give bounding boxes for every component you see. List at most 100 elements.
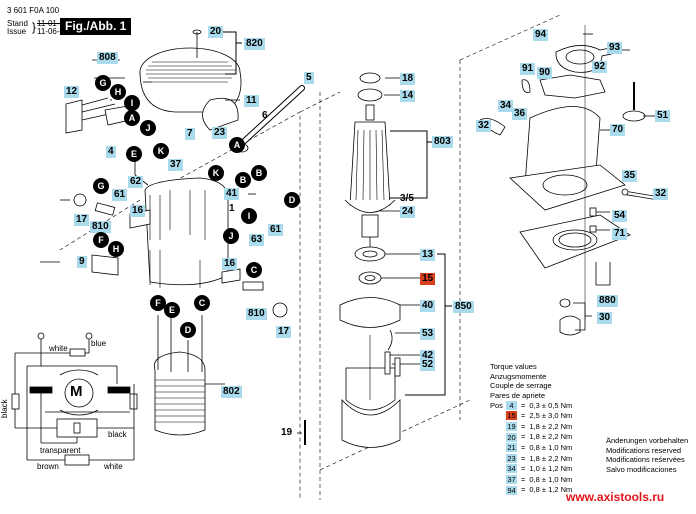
part-label-91[interactable]: 91: [520, 63, 536, 75]
torque-position-badge[interactable]: 20: [506, 432, 517, 442]
part-label-16b[interactable]: 16: [222, 258, 238, 270]
part-label-62[interactable]: 62: [128, 176, 144, 188]
part-label-41[interactable]: 41: [224, 188, 240, 200]
torque-position-badge[interactable]: 19: [506, 421, 517, 431]
part-label-52[interactable]: 52: [420, 359, 436, 371]
part-label-61b[interactable]: 61: [268, 224, 284, 236]
part-label-15[interactable]: 15: [420, 273, 436, 285]
part-label-16[interactable]: 16: [130, 205, 146, 217]
part-label-30[interactable]: 30: [597, 312, 613, 324]
torque-position-badge[interactable]: 15: [506, 411, 517, 421]
part-label-810[interactable]: 810: [90, 221, 111, 233]
part-label-803[interactable]: 803: [432, 136, 453, 148]
wire-label-transparent: transparent: [40, 446, 81, 455]
part-label-23[interactable]: 23: [212, 127, 228, 139]
connector-d-2: D: [180, 322, 196, 338]
part-label-808[interactable]: 808: [97, 52, 118, 64]
torque-position-badge[interactable]: 37: [506, 474, 517, 484]
torque-position-badge[interactable]: 23: [506, 453, 517, 463]
equals-sign: =: [521, 421, 526, 431]
equals-sign: =: [521, 432, 526, 442]
issue-label: Issue: [7, 27, 27, 36]
part-label-9[interactable]: 9: [77, 256, 87, 268]
equals-sign: =: [521, 442, 526, 452]
part-label-13[interactable]: 13: [420, 249, 436, 261]
part-label-53[interactable]: 53: [420, 328, 436, 340]
connector-g-2: G: [93, 178, 109, 194]
watermark-url[interactable]: www.axistools.ru: [566, 490, 665, 504]
stand-value: 11-01-26: [37, 19, 69, 28]
part-label-802[interactable]: 802: [221, 386, 242, 398]
armature-part: [344, 72, 396, 250]
connector-e-2: E: [164, 302, 180, 318]
part-label-36[interactable]: 36: [512, 108, 528, 120]
connector-i-2: I: [241, 208, 257, 224]
part-label-35[interactable]: 35: [622, 170, 638, 182]
equals-sign: =: [521, 400, 526, 410]
part-label-4[interactable]: 4: [106, 146, 116, 158]
part-label-34[interactable]: 34: [498, 100, 514, 112]
torque-position-badge[interactable]: 21: [506, 443, 517, 453]
connector-b-2: B: [235, 172, 251, 188]
part-label-11[interactable]: 11: [244, 95, 259, 107]
part-label-810b[interactable]: 810: [246, 308, 267, 320]
part-label-40[interactable]: 40: [420, 300, 436, 312]
part-label-7[interactable]: 7: [185, 128, 195, 140]
torque-row: 94=0,8 ± 1,2 Nm: [490, 485, 572, 496]
part-label-6[interactable]: 6: [262, 110, 268, 121]
part-label-17[interactable]: 17: [74, 214, 90, 226]
part-label-850[interactable]: 850: [453, 301, 474, 313]
part-label-14[interactable]: 14: [400, 90, 416, 102]
connector-h: H: [110, 84, 126, 100]
equals-sign: =: [521, 464, 526, 474]
part-label-32b[interactable]: 32: [653, 188, 669, 200]
part-label-18[interactable]: 18: [400, 73, 416, 85]
equals-sign: =: [521, 411, 526, 421]
part-label-12[interactable]: 12: [64, 86, 80, 98]
torque-position-badge[interactable]: 34: [506, 464, 517, 474]
part-label-20[interactable]: 20: [208, 26, 224, 38]
part-label-70[interactable]: 70: [610, 124, 626, 136]
part-label-63[interactable]: 63: [249, 234, 265, 246]
part-label-90[interactable]: 90: [537, 67, 553, 79]
field-coil-part: [153, 315, 206, 436]
mod-fr: Modifications reśervées: [606, 455, 685, 464]
connector-k-2: K: [208, 165, 224, 181]
connector-j: J: [140, 120, 156, 136]
torque-value: 0,3 ± 0,5 Nm: [529, 400, 573, 410]
torque-value: 0,8 ± 1,2 Nm: [529, 485, 573, 495]
torque-value: 1,8 ± 2,2 Nm: [529, 453, 573, 463]
part-label-880[interactable]: 880: [597, 295, 618, 307]
connector-k: K: [153, 143, 169, 159]
part-label-32[interactable]: 32: [476, 120, 492, 132]
part-label-1[interactable]: 1: [229, 203, 235, 214]
torque-value: 1,8 ± 2,2 Nm: [529, 432, 573, 442]
part-label-3-5[interactable]: 3/5: [400, 193, 414, 204]
connector-c-2: C: [194, 295, 210, 311]
part-label-92[interactable]: 92: [592, 61, 608, 73]
part-label-54[interactable]: 54: [612, 210, 628, 222]
torque-row: 37=0,8 ± 1,0 Nm: [490, 474, 572, 485]
torque-position-badge[interactable]: 94: [506, 485, 517, 495]
part-label-71[interactable]: 71: [612, 228, 628, 240]
connector-f-2: F: [150, 295, 166, 311]
part-label-61[interactable]: 61: [112, 189, 128, 201]
connector-i: I: [124, 95, 140, 111]
part-label-820[interactable]: 820: [244, 38, 265, 50]
part-label-5[interactable]: 5: [304, 72, 314, 84]
wiring-schematic: [11, 332, 138, 466]
part-label-24[interactable]: 24: [400, 206, 416, 218]
part-label-93[interactable]: 93: [607, 42, 623, 54]
part-label-94[interactable]: 94: [533, 29, 549, 41]
torque-row: 15=2,5 ± 3,0 Nm: [490, 411, 572, 422]
wire-label-black-left: black: [0, 399, 9, 418]
part-label-17b[interactable]: 17: [276, 326, 292, 338]
wire-label-white-bottom: white: [104, 462, 123, 471]
torque-position-badge[interactable]: 4: [506, 400, 517, 410]
torque-value: 1,8 ± 2,2 Nm: [529, 421, 573, 431]
part-label-37[interactable]: 37: [168, 159, 184, 171]
part-label-19[interactable]: 19: [281, 427, 293, 438]
part-label-51[interactable]: 51: [655, 110, 671, 122]
equals-sign: =: [521, 453, 526, 463]
